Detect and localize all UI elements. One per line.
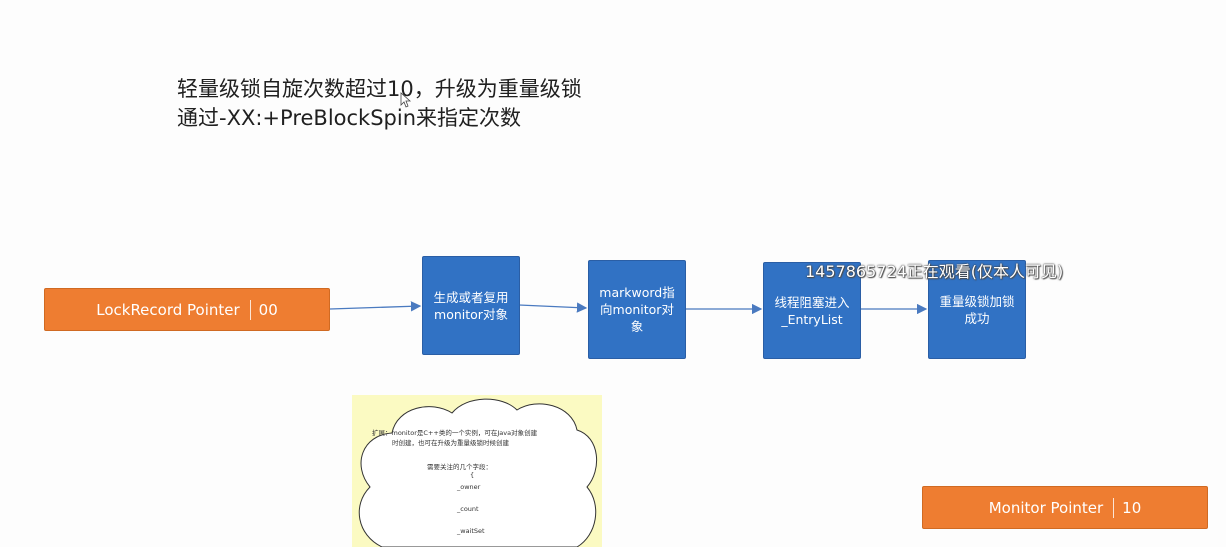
note-line-1: 扩展：monitor是C++类的一个实例，可在Java对象创建	[372, 429, 538, 437]
step-text: 线程阻塞进入_EntryList	[774, 294, 850, 327]
step-heavyweight-lock-success: 重量级锁加锁成功	[928, 260, 1026, 359]
note-line-3: 需要关注的几个字段：	[427, 463, 492, 471]
heading-line-1: 轻量级锁自旋次数超过10，升级为重量级锁	[177, 77, 582, 101]
monitor-pointer-box: Monitor Pointer 10	[922, 486, 1208, 529]
step-text: 生成或者复用monitor对象	[433, 289, 509, 322]
lockrecord-pointer-label: LockRecord Pointer	[96, 300, 240, 319]
step-text: markword指向monitor对象	[599, 285, 675, 334]
note-field: _count	[457, 505, 479, 513]
step-text: 重量级锁加锁成功	[939, 293, 1015, 326]
step-markword-points-monitor: markword指向monitor对象	[588, 260, 686, 359]
arrow-lockrecord-to-step1	[329, 301, 422, 312]
lockrecord-pointer-bits: 00	[258, 300, 278, 319]
step-generate-monitor: 生成或者复用monitor对象	[422, 256, 520, 355]
monitor-pointer-label: Monitor Pointer	[988, 498, 1104, 517]
step-thread-blocked-entrylist: 线程阻塞进入_EntryList	[763, 262, 861, 359]
bits-divider	[249, 299, 251, 320]
viewer-watermark: 1457865724正在观看(仅本人可见)	[805, 262, 1064, 281]
note-brace: {	[470, 471, 475, 479]
heading-line-2: 通过-XX:+PreBlockSpin来指定次数	[177, 106, 522, 130]
lockrecord-pointer-box: LockRecord Pointer 00	[44, 288, 330, 331]
note-field: _owner	[457, 483, 481, 491]
note-field: _waitSet	[457, 527, 485, 535]
mouse-cursor-icon	[400, 92, 412, 108]
arrow-step1-to-step2	[518, 302, 588, 313]
note-line-2: 时创建，也可在升级为重量级锁时候创建	[392, 439, 509, 447]
cloud-shape	[358, 398, 598, 547]
bits-divider	[1113, 497, 1115, 518]
monitor-pointer-bits: 10	[1122, 498, 1142, 517]
